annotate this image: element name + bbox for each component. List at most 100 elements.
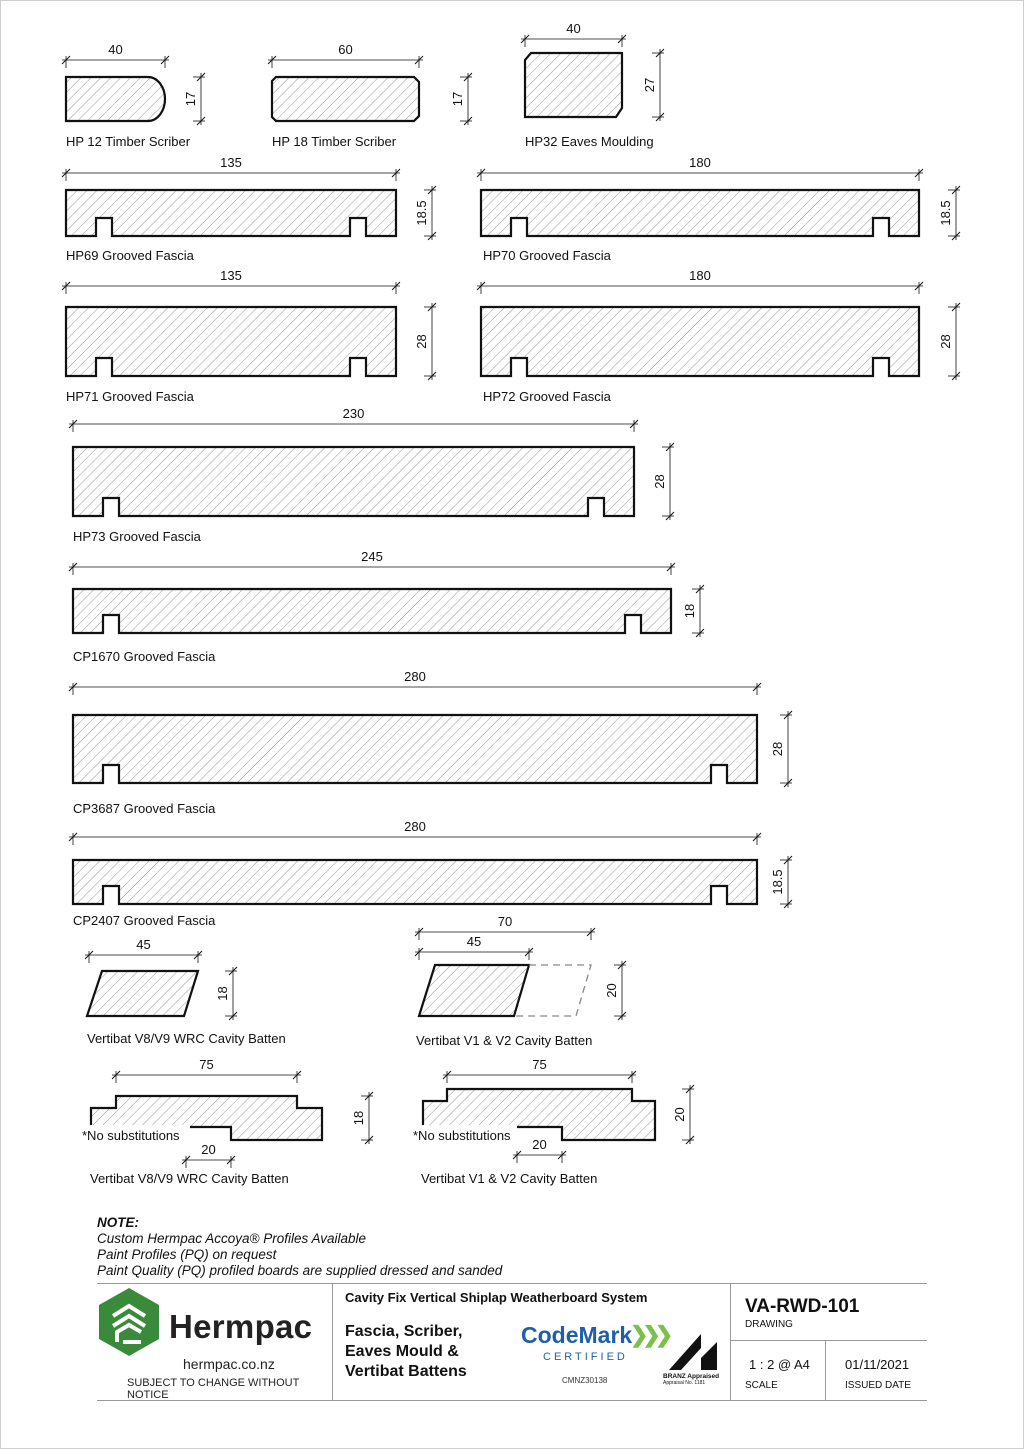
dimension-tick (364, 1135, 374, 1145)
dimension-tick (61, 55, 71, 65)
hp72-profile (479, 305, 921, 378)
width-dimension: 45 (136, 937, 150, 952)
dimension-tick (111, 1070, 121, 1080)
height-dimension: 18.5 (770, 869, 785, 894)
dimension-tick (84, 950, 94, 960)
width-dimension: 135 (220, 268, 242, 283)
profile-label: CP1670 Grooved Fascia (73, 649, 216, 664)
dimension-tick (68, 682, 78, 692)
dimension-tick (391, 168, 401, 178)
dimension-tick (783, 778, 793, 788)
dimension-tick (783, 710, 793, 720)
dimension-tick (520, 34, 530, 44)
branz-number: Appraisal No. 1181 (663, 1380, 706, 1386)
profile-label: HP71 Grooved Fascia (66, 389, 195, 404)
overall-dimension: 70 (498, 914, 512, 929)
dimension-tick (524, 947, 534, 957)
dimension-tick (427, 371, 437, 381)
dimension-tick (414, 927, 424, 937)
issued-date-label: ISSUED DATE (845, 1380, 911, 1391)
hp71-profile (64, 305, 398, 378)
branz-appraised: BRANZ Appraised Appraisal No. 1181 (663, 1373, 719, 1387)
note-line: Paint Quality (PQ) profiled boards are s… (97, 1263, 503, 1278)
height-dimension: 20 (604, 983, 619, 997)
dimension-tick (665, 511, 675, 521)
drawing-notes: NOTE: Custom Hermpac Accoya® Profiles Av… (97, 1215, 502, 1279)
width-dimension: 280 (404, 819, 426, 834)
system-title: Cavity Fix Vertical Shiplap Weatherboard… (345, 1290, 648, 1305)
cp1670-profile (71, 587, 673, 635)
hermpac-logo-icon (99, 1288, 159, 1356)
profile-label: Vertibat V1 & V2 Cavity Batten (421, 1171, 597, 1186)
dimension-tick (226, 1155, 236, 1165)
title-block: Hermpac hermpac.co.nz SUBJECT TO CHANGE … (97, 1283, 927, 1401)
width-dimension: 180 (689, 268, 711, 283)
drawing-label: DRAWING (745, 1319, 793, 1330)
dimension-tick (463, 72, 473, 82)
dimension-tick (783, 899, 793, 909)
dimension-tick (292, 1070, 302, 1080)
hp69-profile (64, 188, 398, 238)
height-dimension: 18.5 (414, 200, 429, 225)
profile-label: CP2407 Grooved Fascia (73, 913, 216, 928)
dimension-tick (655, 112, 665, 122)
dimension-tick (685, 1135, 695, 1145)
dimension-tick (685, 1084, 695, 1094)
height-dimension: 28 (414, 334, 429, 348)
width-dimension: 40 (566, 21, 580, 36)
dimension-tick (160, 55, 170, 65)
codemark-logo: CodeMark (521, 1322, 633, 1348)
profile-label: HP73 Grooved Fascia (73, 529, 202, 544)
height-dimension: 17 (183, 92, 198, 106)
width-dimension: 60 (338, 42, 352, 57)
dimension-tick (695, 584, 705, 594)
vertibat-v8v9-profile (85, 969, 200, 1018)
drawing-title: Fascia, Scriber, Eaves Mould & Vertibat … (345, 1323, 467, 1380)
width-dimension: 280 (404, 669, 426, 684)
codemark-number: CMNZ30138 (562, 1376, 608, 1385)
scale-value: 1 : 2 @ A4 (749, 1357, 810, 1372)
dimension-tick (476, 168, 486, 178)
height-dimension: 28 (770, 742, 785, 756)
dimension-tick (512, 1150, 522, 1160)
hp73-profile (71, 445, 636, 518)
cp3687-profile (71, 713, 759, 785)
no-substitutions-note: *No substitutions (82, 1128, 180, 1143)
dimension-tick (951, 302, 961, 312)
codemark-certified: CERTIFIED (543, 1351, 628, 1363)
dimension-tick (476, 281, 486, 291)
dimension-tick (557, 1150, 567, 1160)
dimension-tick (427, 185, 437, 195)
website-link[interactable]: hermpac.co.nz (183, 1356, 275, 1372)
divider (332, 1284, 333, 1400)
dimension-tick (617, 34, 627, 44)
width-dimension: 135 (220, 155, 242, 170)
dimension-tick (627, 1070, 637, 1080)
height-dimension: 28 (938, 334, 953, 348)
dimension-tick (783, 855, 793, 865)
width-dimension: 245 (361, 549, 383, 564)
dimension-tick (617, 1011, 627, 1021)
disclaimer: SUBJECT TO CHANGE WITHOUT NOTICE (127, 1377, 300, 1401)
dimension-tick (61, 281, 71, 291)
hp70-profile (479, 188, 921, 238)
width-dimension: 75 (199, 1057, 213, 1072)
dimension-tick (914, 168, 924, 178)
dimension-tick (196, 72, 206, 82)
profile-label: HP69 Grooved Fascia (66, 248, 195, 263)
dimension-tick (414, 55, 424, 65)
note-title: NOTE: (97, 1215, 139, 1230)
dimension-tick (68, 832, 78, 842)
profile-label: Vertibat V8/V9 WRC Cavity Batten (90, 1171, 289, 1186)
branz-label: BRANZ Appraised (663, 1373, 720, 1380)
label-background (412, 1125, 517, 1143)
height-dimension: 18.5 (938, 200, 953, 225)
profile-label: Vertibat V1 & V2 Cavity Batten (416, 1033, 592, 1048)
logo-area: Hermpac hermpac.co.nz SUBJECT TO CHANGE … (97, 1284, 327, 1401)
dimension-tick (951, 371, 961, 381)
profile-label: Vertibat V8/V9 WRC Cavity Batten (87, 1031, 286, 1046)
dimension-tick (752, 682, 762, 692)
dimension-tick (586, 927, 596, 937)
step-dimension: 20 (532, 1137, 546, 1152)
width-dimension: 180 (689, 155, 711, 170)
